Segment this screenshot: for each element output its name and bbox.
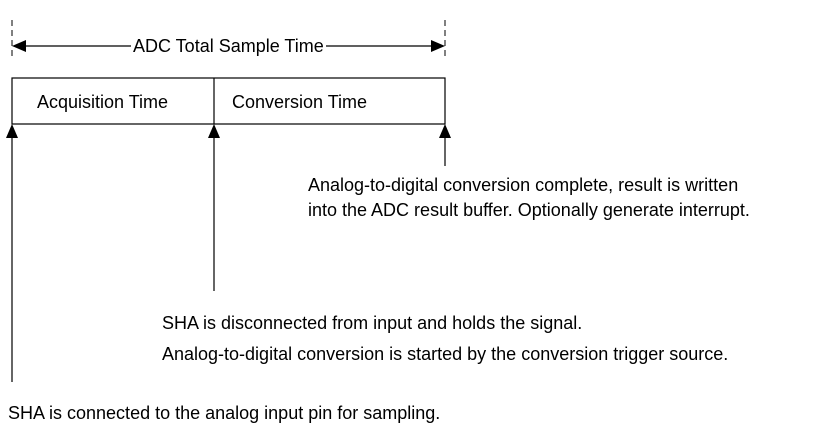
- sampling-start-note: SHA is connected to the analog input pin…: [8, 403, 441, 423]
- hold-signal-note: SHA is disconnected from input and holds…: [162, 313, 583, 333]
- total-right-arrowhead: [431, 40, 445, 52]
- conversion-complete-line-1: Analog-to-digital conversion complete, r…: [308, 175, 739, 195]
- sampling-start-arrowhead: [6, 124, 18, 138]
- conversion-complete-line-2: into the ADC result buffer. Optionally g…: [308, 200, 750, 220]
- hold-start-arrowhead: [208, 124, 220, 138]
- conversion-complete-note: Analog-to-digital conversion complete, r…: [308, 173, 750, 223]
- total-sample-time-label: ADC Total Sample Time: [131, 35, 326, 57]
- conversion-start-note: Analog-to-digital conversion is started …: [162, 344, 729, 364]
- conversion-time-label: Conversion Time: [232, 92, 368, 112]
- timeline-box: [11, 77, 446, 125]
- conversion-complete-arrowhead: [439, 124, 451, 138]
- total-left-arrowhead: [12, 40, 26, 52]
- acquisition-time-label: Acquisition Time: [37, 92, 169, 112]
